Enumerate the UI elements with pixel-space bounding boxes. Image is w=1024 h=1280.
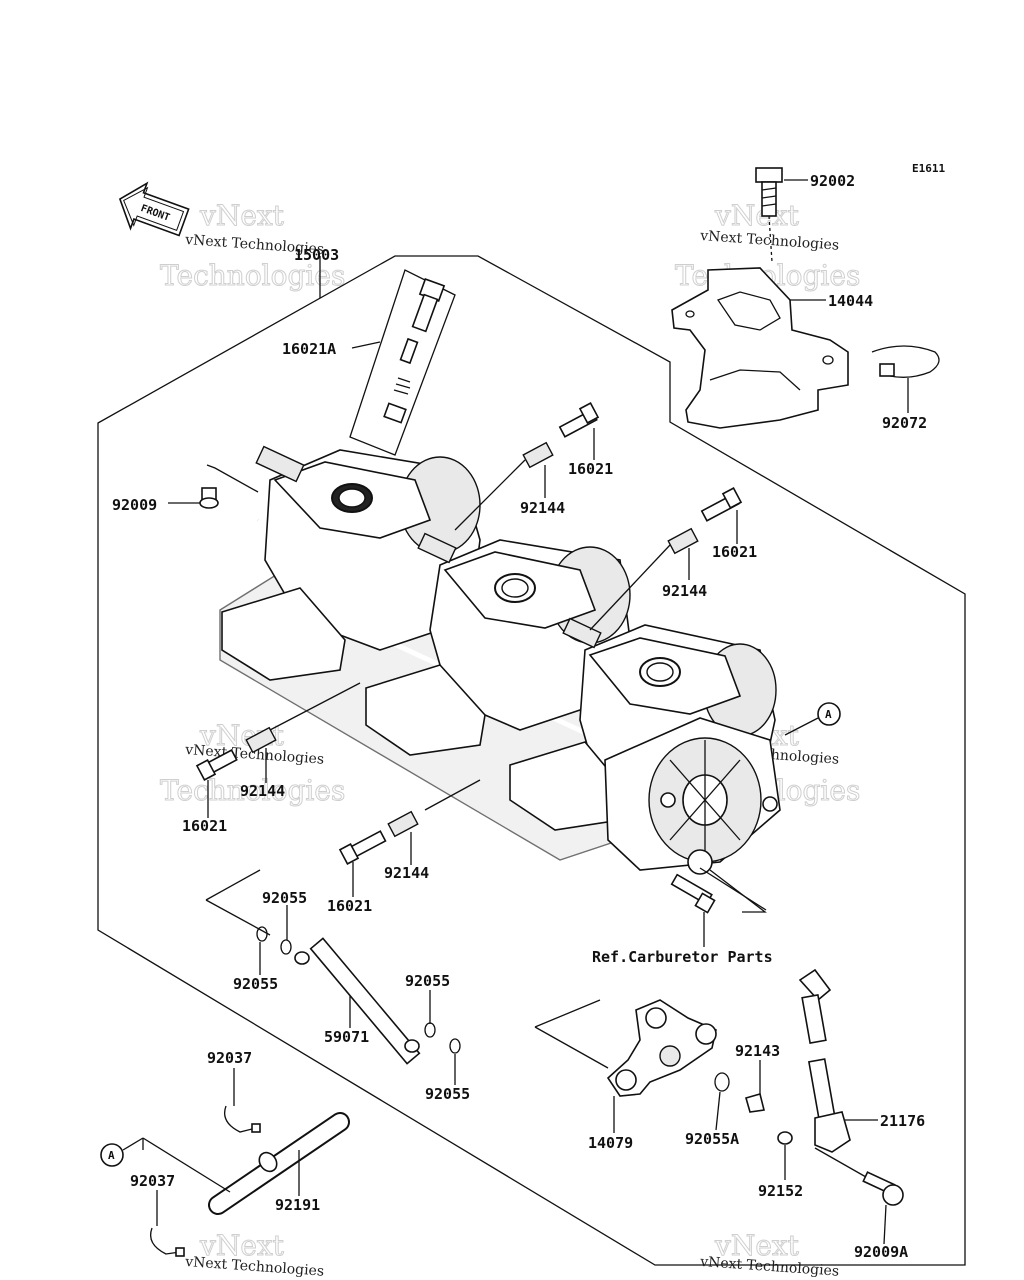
watermark-small: vNext Technologies <box>184 1254 325 1280</box>
screw-16021 <box>700 487 743 522</box>
callout-a-marker: A <box>100 1137 144 1167</box>
part-label-59071: 59071 <box>324 1028 369 1046</box>
label-leaders <box>156 179 909 1245</box>
part-label-14044: 14044 <box>828 292 873 310</box>
watermark-large: Technologies <box>160 259 345 292</box>
washer-92152 <box>777 1131 793 1145</box>
part-label-92009A: 92009A <box>854 1243 908 1261</box>
part-label-92002: 92002 <box>810 172 855 190</box>
part-label-92055: 92055 <box>262 889 307 907</box>
assembly-outline <box>97 255 966 1266</box>
leader-line <box>699 867 767 911</box>
callout-a-marker: A <box>784 702 841 736</box>
clamp-92072 <box>871 345 940 378</box>
screw-16021 <box>195 749 238 781</box>
screw-16021 <box>338 830 387 865</box>
spring-92144 <box>667 527 699 555</box>
pipe-59071 <box>294 937 421 1065</box>
part-label-16021: 16021 <box>568 460 613 478</box>
reference-note: Ref.Carburetor Parts <box>592 948 773 966</box>
hose-92191 <box>142 1112 350 1215</box>
leader-line <box>589 544 671 631</box>
part-label-16021: 16021 <box>712 543 757 561</box>
leader-line <box>269 682 361 731</box>
part-label-15003: 15003 <box>294 246 339 264</box>
spring-92144 <box>245 726 277 754</box>
part-label-92055: 92055 <box>405 972 450 990</box>
clamp-92037 <box>149 1227 185 1257</box>
part-16021A <box>349 269 456 456</box>
part-labels: 15003 16021A 92009 16021 92144 16021 921… <box>112 172 927 1261</box>
sensor-21176 <box>798 968 881 1186</box>
part-label-92144: 92144 <box>240 782 285 800</box>
watermark-large: vNext <box>714 1229 800 1262</box>
watermark-large: Technologies <box>160 774 345 807</box>
leader-line <box>534 999 609 1069</box>
bolt-92009A <box>862 1171 904 1206</box>
part-label-16021A: 16021A <box>282 340 336 358</box>
bolt-92002 <box>755 167 783 263</box>
part-label-92143: 92143 <box>735 1042 780 1060</box>
leader-line <box>454 459 526 531</box>
part-label-92072: 92072 <box>882 414 927 432</box>
bracket-14044 <box>671 267 849 429</box>
front-arrow-icon: FRONT <box>118 181 190 237</box>
part-label-16021: 16021 <box>182 817 227 835</box>
watermark-large: vNext <box>714 199 800 232</box>
clamp-92037 <box>223 1105 261 1133</box>
part-label-14079: 14079 <box>588 1134 633 1152</box>
bolt-carburetor <box>670 873 716 914</box>
part-label-92144: 92144 <box>384 864 429 882</box>
o-ring-92055 <box>256 926 461 1054</box>
part-label-16021: 16021 <box>327 897 372 915</box>
part-label-92009: 92009 <box>112 496 157 514</box>
part-label-92055A: 92055A <box>685 1130 739 1148</box>
svg-text:A: A <box>825 708 832 721</box>
svg-text:A: A <box>108 1149 115 1162</box>
screw-92009 <box>199 464 259 509</box>
leader-line <box>205 899 271 936</box>
leader-line <box>709 869 767 913</box>
clip-92143 <box>745 1093 765 1113</box>
bracket-14079 <box>606 999 717 1097</box>
part-label-92055: 92055 <box>233 975 278 993</box>
watermark-large: vNext <box>199 199 285 232</box>
linkage-spring <box>255 445 602 649</box>
part-label-92055: 92055 <box>425 1085 470 1103</box>
leader-line <box>205 869 261 901</box>
watermark-large: vNext <box>199 1229 285 1262</box>
part-label-92037: 92037 <box>130 1172 175 1190</box>
diagram-code: E1611 <box>912 162 945 175</box>
part-label-92144: 92144 <box>662 582 707 600</box>
spring-92144 <box>387 810 419 838</box>
leader-line <box>424 779 481 811</box>
part-label-92144: 92144 <box>520 499 565 517</box>
spring-92144 <box>522 441 554 469</box>
throttle-body-assembly <box>219 445 781 875</box>
watermark-small: vNext Technologies <box>699 1254 840 1280</box>
o-ring-92055A <box>714 1072 730 1092</box>
part-label-21176: 21176 <box>880 1112 925 1130</box>
part-label-92152: 92152 <box>758 1182 803 1200</box>
screw-16021 <box>558 402 600 438</box>
part-label-92037: 92037 <box>207 1049 252 1067</box>
part-label-92191: 92191 <box>275 1196 320 1214</box>
